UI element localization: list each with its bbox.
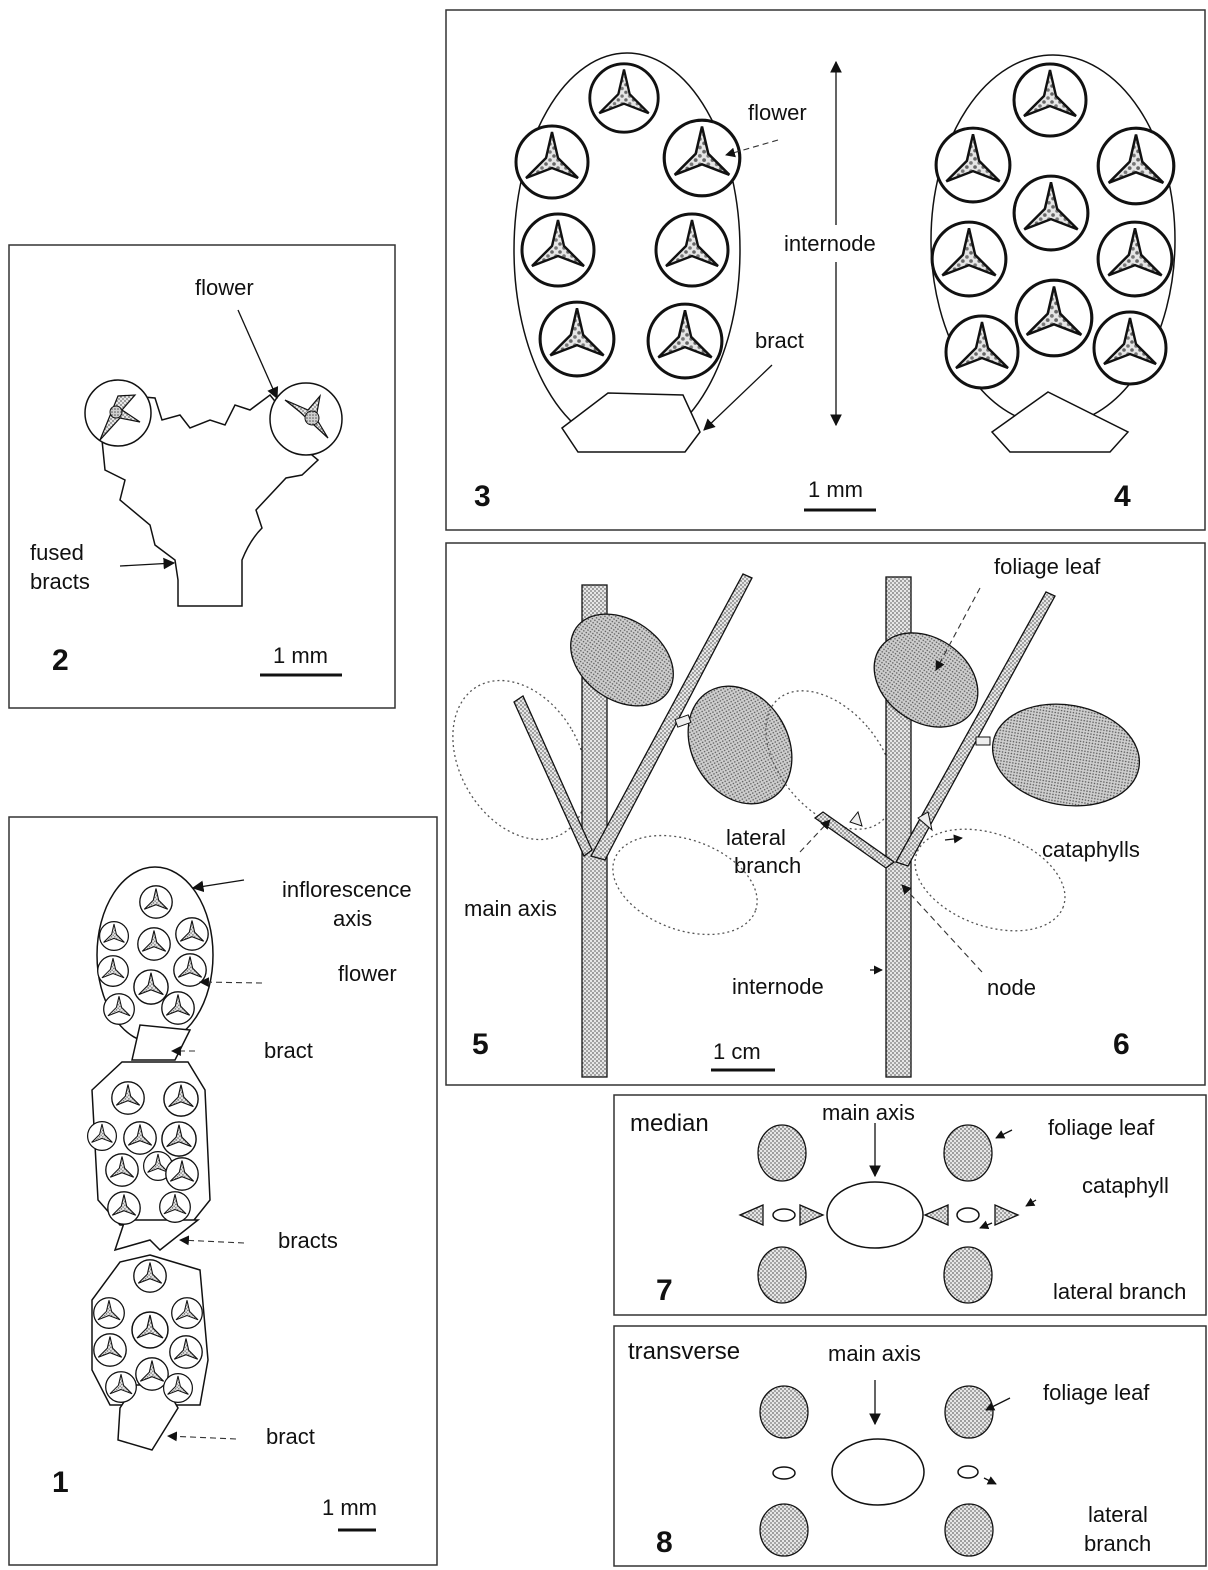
fig8-label-foliage-leaf: foliage leaf — [1043, 1380, 1150, 1405]
fig2-scale-label: 1 mm — [273, 643, 328, 668]
fig5-label-internode: internode — [732, 974, 824, 999]
figure-8: transverse main axis foliage leaf latera… — [614, 1326, 1206, 1566]
fig7-foliage-leaf-left — [758, 1125, 806, 1181]
figure-1: inflorescence axis flower bract bracts b… — [9, 817, 437, 1565]
fig8-bud-arrow — [984, 1478, 996, 1484]
fig2-number: 2 — [52, 644, 69, 677]
fig3-label-internode: internode — [784, 231, 876, 256]
fig6-foliage-leaf-lower — [984, 693, 1147, 817]
fig7-foliage-leaf-right — [944, 1125, 992, 1181]
fig5-label-lateral: lateral — [726, 825, 786, 850]
fig6-cataphylls-arrow — [945, 838, 962, 840]
fig5-foliage-leaf-upper — [553, 595, 691, 725]
fig7-bud-right — [957, 1208, 979, 1222]
fig3-label-flower: flower — [748, 100, 807, 125]
fig7-cataphyll-3 — [925, 1205, 948, 1225]
fig6-label-foliage-leaf: foliage leaf — [994, 554, 1101, 579]
fig4-number: 4 — [1114, 480, 1131, 513]
fig5-scale-label: 1 cm — [713, 1039, 761, 1064]
flower-pointer-arrow — [238, 310, 277, 398]
fig1-label-bract-bottom: bract — [266, 1424, 315, 1449]
fig5-number: 5 — [472, 1028, 489, 1061]
fig1-scale-label: 1 mm — [322, 1495, 377, 1520]
fig7-number: 7 — [656, 1274, 673, 1307]
fig8-foliage-leaf-left — [760, 1386, 808, 1438]
fig7-cataphyll-4 — [995, 1205, 1018, 1225]
fig8-number: 8 — [656, 1526, 673, 1559]
flower-right — [270, 383, 342, 455]
figure-7: median main axis foliage leaf cataphyll … — [614, 1095, 1206, 1315]
fig8-bud-left — [773, 1467, 795, 1479]
fig8-foliage-leaf-right — [945, 1386, 993, 1438]
fig7-foliage-leaf-arrow — [996, 1130, 1012, 1138]
fig8-main-axis — [832, 1439, 924, 1505]
fig1-bracts-arrow — [180, 1240, 244, 1243]
fig1-label-bracts: bracts — [278, 1228, 338, 1253]
fig7-bud-arrow — [980, 1223, 992, 1228]
fig2-label-flower: flower — [195, 275, 254, 300]
fig1-bract-arrow-bottom — [168, 1436, 236, 1439]
fig6-cataphyll-left — [850, 812, 862, 826]
fig8-lateral-branch-left — [760, 1504, 808, 1556]
fig1-label-axis: axis — [333, 906, 372, 931]
fig7-cataphyll-1 — [740, 1205, 763, 1225]
figure-1-frame — [9, 817, 437, 1565]
fig7-label-lateral-branch: lateral branch — [1053, 1279, 1186, 1304]
fig7-cataphyll-arrow — [1026, 1200, 1036, 1206]
fig8-label-lateral: lateral — [1088, 1502, 1148, 1527]
inflorescence-axis-arrow — [193, 880, 244, 888]
fig7-lateral-branch-left — [758, 1247, 806, 1303]
fig8-title: transverse — [628, 1338, 740, 1365]
fused-bracts-pointer-arrow — [120, 563, 174, 566]
fig6-number: 6 — [1113, 1028, 1130, 1061]
fig8-bud-right — [958, 1466, 978, 1478]
fig3-scale-label: 1 mm — [808, 477, 863, 502]
fig5-label-main-axis: main axis — [464, 896, 557, 921]
fig2-label-fused: fused — [30, 540, 84, 565]
fig6-node-arrow — [902, 885, 982, 972]
fig8-label-main-axis: main axis — [828, 1341, 921, 1366]
fig7-title: median — [630, 1110, 709, 1137]
fig7-bud-left — [773, 1209, 795, 1221]
fig7-lateral-branch-right — [944, 1247, 992, 1303]
fig2-label-bracts: bracts — [30, 569, 90, 594]
fig6-label-node: node — [987, 975, 1036, 1000]
fig5-lateral-branch — [514, 696, 592, 856]
fig7-main-axis — [827, 1182, 923, 1248]
figure-3-4: flower internode bract 3 1 mm 4 — [446, 10, 1205, 530]
figure-2: flower fused bracts 2 1 mm — [9, 245, 395, 708]
flower-left — [85, 380, 151, 446]
fig7-label-foliage-leaf: foliage leaf — [1048, 1115, 1155, 1140]
figure-5-6: foliage leaf lateral branch cataphylls m… — [426, 543, 1205, 1085]
fig5-label-branch: branch — [734, 853, 801, 878]
fig7-label-cataphyll: cataphyll — [1082, 1173, 1169, 1198]
fig7-cataphyll-2 — [800, 1205, 823, 1225]
fig1-label-bract-top: bract — [264, 1038, 313, 1063]
fig8-label-branch: branch — [1084, 1531, 1151, 1556]
fig6-label-cataphylls: cataphylls — [1042, 837, 1140, 862]
fig3-number: 3 — [474, 480, 491, 513]
fig1-label-flower: flower — [338, 961, 397, 986]
fig1-number: 1 — [52, 1466, 69, 1499]
fig3-label-bract: bract — [755, 328, 804, 353]
fig1-label-inflorescence: inflorescence — [282, 877, 412, 902]
fig7-label-main-axis: main axis — [822, 1100, 915, 1125]
fig8-lateral-branch-right — [945, 1504, 993, 1556]
